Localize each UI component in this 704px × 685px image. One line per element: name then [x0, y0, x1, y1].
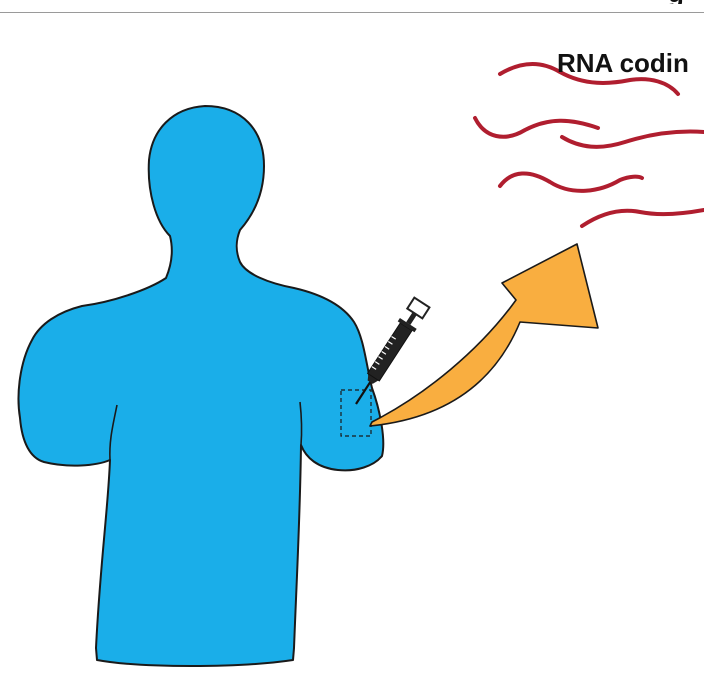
rna-strands — [473, 61, 704, 228]
rna-strand-4 — [498, 171, 644, 193]
person-silhouette — [17, 105, 385, 667]
arm-contour-right — [299, 401, 303, 446]
rna-strand-5 — [580, 208, 704, 228]
rna-strand-2 — [473, 116, 600, 139]
clipped-heading-fragment: g — [668, 0, 692, 4]
rna-strand-1 — [498, 61, 680, 96]
arm-contour-left — [109, 404, 118, 461]
rna-strand-3 — [560, 129, 704, 149]
rna-label: RNA codin — [557, 48, 689, 78]
top-divider — [0, 12, 704, 13]
clipped-heading-text: g — [668, 0, 684, 4]
injection-site-box — [340, 389, 372, 437]
syringe-icon — [355, 296, 431, 405]
curved-arrow — [369, 243, 599, 427]
